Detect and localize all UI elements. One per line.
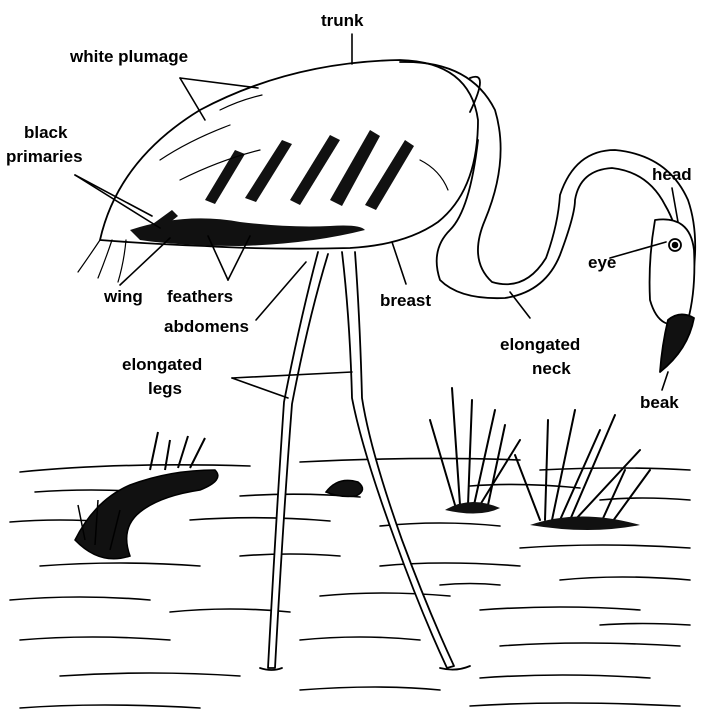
label-white-plumage: white plumage [69, 47, 188, 66]
label-beak: beak [640, 393, 679, 412]
label-abdomens: abdomens [164, 317, 249, 336]
flamingo-head [650, 219, 695, 324]
label-black-primaries-line1: black [24, 123, 68, 142]
label-head: head [652, 165, 692, 184]
left-reed-clump [75, 432, 218, 559]
label-elongated-legs-line2: legs [148, 379, 182, 398]
label-eye: eye [588, 253, 616, 272]
label-elongated-legs-line1: elongated [122, 355, 202, 374]
label-elongated-neck-line2: neck [532, 359, 571, 378]
label-breast: breast [380, 291, 431, 310]
flamingo-body [100, 60, 478, 249]
label-feathers: feathers [167, 287, 233, 306]
reed-bases [445, 502, 640, 530]
label-elongated-neck-line1: elongated [500, 335, 580, 354]
label-trunk: trunk [321, 11, 364, 30]
label-black-primaries-line2: primaries [6, 147, 83, 166]
label-wing: wing [103, 287, 143, 306]
rock [326, 480, 363, 496]
flamingo-leg-left [268, 252, 328, 668]
